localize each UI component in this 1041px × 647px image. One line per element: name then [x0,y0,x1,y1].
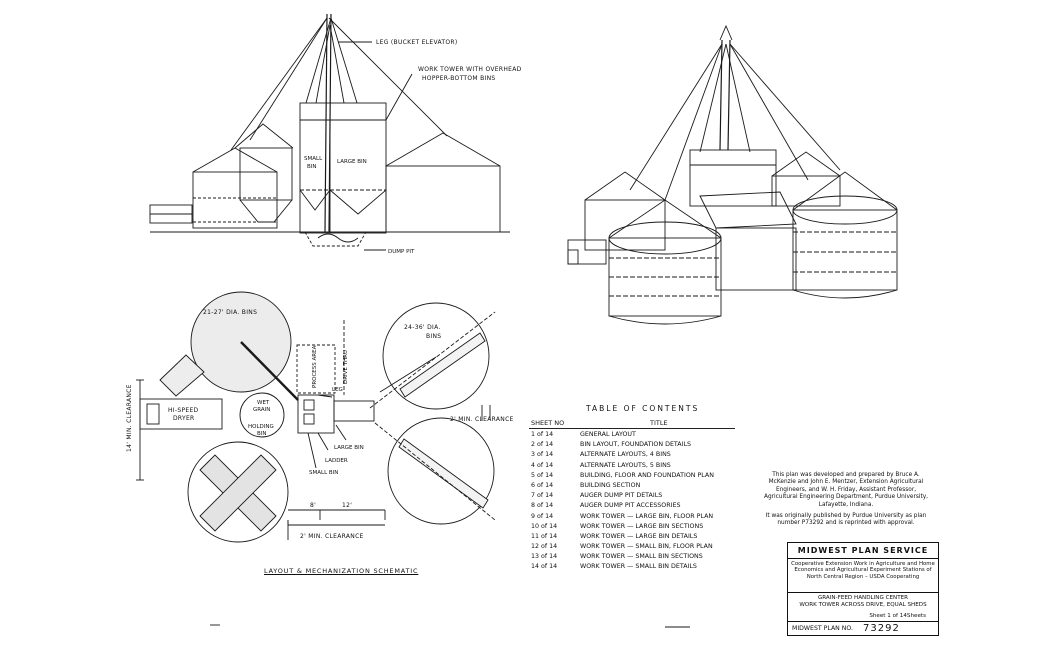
toc-sheet-title: WORK TOWER — LARGE BIN DETAILS [580,532,698,540]
toc-rule [529,428,735,429]
toc-sheet-number: 3 of 14 [531,451,554,459]
bins-large-label-2: BINS [426,333,441,340]
dryer-label-1: HI-SPEED [168,407,199,414]
title-block-header: MIDWEST PLAN SERVICE [788,543,938,559]
elevation-view [149,13,510,251]
small-bin-label-1: SMALL [304,156,323,162]
wet-grain-label-2: GRAIN [253,407,270,413]
clearance-left-label: 14' MIN. CLEARANCE [126,384,133,452]
leg-label: LEG (BUCKET ELEVATOR) [376,39,458,46]
toc-row: 7 of 14 AUGER DUMP PIT DETAILS [531,491,751,501]
toc-row: 4 of 14 ALTERNATE LAYOUTS, 5 BINS [531,461,751,471]
wet-grain-label-1: WET [257,400,270,406]
toc-row: 12 of 14 WORK TOWER — SMALL BIN, FLOOR PL… [531,542,751,552]
toc-sheet-title: BUILDING SECTION [580,481,641,489]
dim-12-label: 12' [342,502,352,509]
leg-plan-label: LEG [332,387,343,393]
toc-sheet-number: 11 of 14 [531,532,558,540]
toc-sheet-number: 9 of 14 [531,512,554,520]
holding-label-1: HOLDING [248,424,274,430]
toc-row: 9 of 14 WORK TOWER — LARGE BIN, FLOOR PLA… [531,512,751,522]
toc-sheet-title: WORK TOWER — LARGE BIN SECTIONS [580,522,704,530]
small-bin-label-2: BIN [307,164,317,170]
title-line-2: WORK TOWER ACROSS DRIVE, EQUAL SHEDS [799,601,927,608]
toc-row: 6 of 14 BUILDING SECTION [531,481,751,491]
toc-row: 14 of 14 WORK TOWER — SMALL BIN DETAILS [531,562,751,572]
toc-row: 5 of 14 BUILDING, FLOOR AND FOUNDATION PL… [531,471,751,481]
toc-sheet-number: 14 of 14 [531,563,558,571]
toc-sheet-title: BIN LAYOUT, FOUNDATION DETAILS [580,441,691,449]
clearance-bottom-label: 2' MIN. CLEARANCE [300,533,364,540]
plan-labels: 21-27' DIA. BINS 24-36' DIA. BINS DRIVE … [126,309,514,540]
sheet-count: Sheet 1 of 14Sheets [869,613,926,619]
toc-sheet-title: WORK TOWER — SMALL BIN DETAILS [580,563,697,571]
plan-number-label: MIDWEST PLAN NO. [792,625,853,632]
toc-row: 1 of 14 GENERAL LAYOUT [531,430,751,440]
toc-sheet-title: ALTERNATE LAYOUTS, 5 BINS [580,461,671,469]
toc-sheet-title: WORK TOWER — SMALL BIN SECTIONS [580,553,703,561]
dim-8-label: 8' [310,502,316,509]
toc-sheet-title: GENERAL LAYOUT [580,431,636,438]
large-bin-label: LARGE BIN [337,159,367,165]
toc-sheet-number: 4 of 14 [531,461,554,469]
clearance-right-label: 2' MIN. CLEARANCE [450,416,514,423]
large-bin-plan-label: LARGE BIN [334,445,364,451]
toc-sheet-title: WORK TOWER — SMALL BIN, FLOOR PLAN [580,543,713,551]
holding-label-2: BIN [257,431,267,437]
toc-list: 1 of 14 GENERAL LAYOUT 2 of 14 BIN LAYOUT, … [531,430,751,573]
credits-note: This plan was developed and prepared by … [763,472,929,508]
dump-pit-label: DUMP PIT [388,249,415,255]
toc-sheet-title: WORK TOWER — LARGE BIN, FLOOR PLAN [580,512,714,520]
toc-sheet-number: 2 of 14 [531,441,554,449]
title-block: MIDWEST PLAN SERVICE Cooperative Extensi… [787,542,939,636]
tower-label-1: WORK TOWER WITH OVERHEAD [418,66,522,73]
toc-sheet-number: 10 of 14 [531,522,558,530]
plan-schematic [136,291,690,628]
toc-sheet-number: 5 of 14 [531,471,554,479]
bins-large-label-1: 24-36' DIA. [404,324,441,331]
toc-col-sheet: SHEET NO [531,419,565,427]
toc-sheet-number: 12 of 14 [531,543,558,551]
process-area-label: PROCESS AREA [312,345,318,388]
elevation-labels: LEG (BUCKET ELEVATOR) WORK TOWER WITH OV… [304,39,522,255]
bins-small-label: 21-27' DIA. BINS [203,309,257,316]
origin-note: It was originally published by Purdue Un… [765,513,927,527]
toc-sheet-number: 7 of 14 [531,492,554,500]
small-bin-plan-label: SMALL BIN [309,470,338,476]
toc-sheet-title: AUGER DUMP PIT ACCESSORIES [580,502,681,510]
title-block-coop: Cooperative Extension Work in Agricultur… [788,559,938,593]
toc-sheet-number: 8 of 14 [531,502,554,510]
schematic-caption: LAYOUT & MECHANIZATION SCHEMATIC [264,567,419,575]
toc-sheet-number: 6 of 14 [531,481,554,489]
ladder-label: LADDER [325,458,348,464]
toc-col-title: TITLE [650,419,668,427]
toc-row: 13 of 14 WORK TOWER — SMALL BIN SECTIONS [531,552,751,562]
toc-row: 3 of 14 ALTERNATE LAYOUTS, 4 BINS [531,450,751,460]
toc-row: 10 of 14 WORK TOWER — LARGE BIN SECTIONS [531,522,751,532]
toc-sheet-number: 13 of 14 [531,553,558,561]
toc-sheet-number: 1 of 14 [531,431,554,438]
toc-sheet-title: BUILDING, FLOOR AND FOUNDATION PLAN [580,471,714,479]
title-block-title: GRAIN-FEED HANDLING CENTER WORK TOWER AC… [788,593,938,612]
drive-thru-label: DRIVE THRU [343,350,349,384]
toc-row: 2 of 14 BIN LAYOUT, FOUNDATION DETAILS [531,440,751,450]
toc-sheet-title: AUGER DUMP PIT DETAILS [580,492,663,500]
plan-number-value: 73292 [863,623,900,634]
dryer-label-2: DRYER [173,415,195,422]
tower-label-2: HOPPER-BOTTOM BINS [422,75,496,82]
perspective-view [567,24,898,325]
title-line-1: GRAIN-FEED HANDLING CENTER [817,595,909,601]
toc-row: 8 of 14 AUGER DUMP PIT ACCESSORIES [531,501,751,511]
toc-heading: TABLE OF CONTENTS [586,404,700,413]
toc-row: 11 of 14 WORK TOWER — LARGE BIN DETAILS [531,532,751,542]
toc-sheet-title: ALTERNATE LAYOUTS, 4 BINS [580,451,671,459]
plan-number-row: MIDWEST PLAN NO. 73292 [788,621,938,635]
